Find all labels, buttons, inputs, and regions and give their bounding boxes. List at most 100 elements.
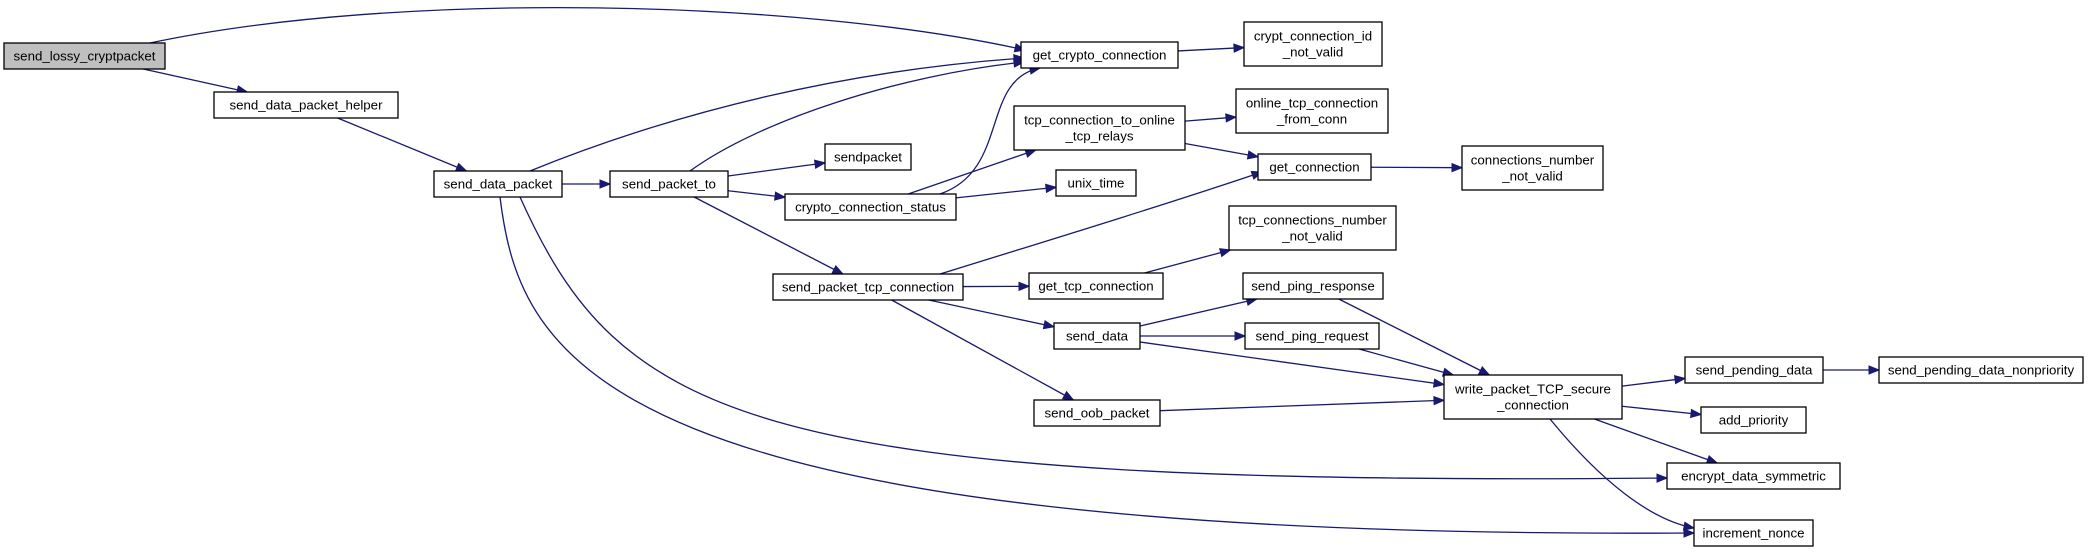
- edge-send_packet_tcp_connection-to-get_tcp_connection: [962, 281, 1031, 292]
- arrowhead: [454, 162, 468, 172]
- arrowhead: [1234, 331, 1247, 341]
- node-send-pending-data[interactable]: send_pending_data: [1684, 356, 1824, 384]
- node-get-crypto-connection[interactable]: get_crypto_connection: [1020, 41, 1179, 69]
- node-tcp-connections-number-not-valid[interactable]: tcp_connections_number_not_valid: [1228, 205, 1397, 251]
- arrowhead: [1225, 113, 1238, 123]
- arrowhead: [1432, 378, 1446, 388]
- node-box: [3, 42, 166, 70]
- node-box: [1228, 205, 1397, 251]
- node-add-priority[interactable]: add_priority: [1700, 406, 1807, 434]
- node-send-data[interactable]: send_data: [1053, 322, 1141, 350]
- node-box: [1020, 41, 1179, 69]
- node-write-packet-TCP-secure-connection[interactable]: write_packet_TCP_secure_connection: [1443, 374, 1623, 420]
- edge-line: [519, 196, 1668, 480]
- edge-line: [939, 171, 1263, 275]
- arrowhead: [1061, 390, 1075, 401]
- node-unix-time[interactable]: unix_time: [1055, 169, 1137, 197]
- node-send-ping-response[interactable]: send_ping_response: [1242, 272, 1384, 300]
- node-label: send_lossy_cryptpacket: [14, 49, 156, 64]
- node-box: [1028, 272, 1164, 300]
- node-label: get_connection: [1269, 160, 1359, 175]
- arrowhead: [1451, 162, 1464, 173]
- node-box: [1666, 462, 1841, 490]
- node-label: send_data_packet_helper: [229, 98, 383, 113]
- node-connections-number-not-valid[interactable]: connections_number_not_valid: [1461, 145, 1604, 191]
- arrowhead: [813, 159, 827, 169]
- node-layer: send_lossy_cryptpacket send_data_packet_h…: [3, 21, 2084, 547]
- node-crypt-connection-id-not-valid[interactable]: crypt_connection_id_not_valid: [1243, 21, 1383, 67]
- edge-get_tcp_connection-to-tcp_connections_number_not_valid: [1144, 248, 1232, 274]
- node-encrypt-data-symmetric[interactable]: encrypt_data_symmetric: [1666, 462, 1841, 490]
- edge-write_packet_TCP_secure_connection-to-increment_nonce: [1549, 418, 1696, 531]
- node-label: send_data: [1066, 329, 1129, 344]
- arrowhead: [1705, 454, 1719, 464]
- arrowhead: [1683, 528, 1696, 538]
- node-box: [1235, 88, 1389, 134]
- edge-send_data_packet-to-increment_nonce: [499, 196, 1696, 538]
- arrowhead: [1674, 374, 1687, 385]
- node-label: tcp_connection_to_online: [1024, 113, 1175, 128]
- node-online-tcp-connection-from-conn[interactable]: online_tcp_connection_from_conn: [1235, 88, 1389, 134]
- node-tcp-connection-to-online-tcp-relays[interactable]: tcp_connection_to_online_tcp_relays: [1013, 105, 1186, 151]
- edge-tcp_connection_to_online_tcp_relays-to-online_tcp_connection_from_conn: [1184, 113, 1238, 123]
- node-send-ping-request[interactable]: send_ping_request: [1244, 322, 1380, 350]
- node-send-lossy-cryptpacket[interactable]: send_lossy_cryptpacket: [3, 42, 166, 70]
- node-send-oob-packet[interactable]: send_oob_packet: [1033, 399, 1161, 427]
- edge-send_packet_to-to-crypto_connection_status: [727, 190, 787, 201]
- edge-line: [1144, 249, 1231, 274]
- edge-send_oob_packet-to-write_packet_TCP_secure_connection: [1159, 395, 1446, 412]
- edge-line: [1621, 377, 1686, 387]
- edge-line: [1621, 405, 1702, 416]
- node-box: [772, 273, 964, 301]
- edge-send_data-to-send_ping_response: [1139, 296, 1259, 327]
- node-label: send_packet_tcp_connection: [782, 280, 954, 295]
- arrowhead: [1045, 183, 1058, 194]
- node-box: [824, 143, 912, 171]
- node-get-connection[interactable]: get_connection: [1257, 153, 1372, 181]
- edge-line: [1549, 418, 1695, 529]
- edge-send_packet_tcp_connection-to-send_oob_packet: [891, 299, 1075, 401]
- node-increment-nonce[interactable]: increment_nonce: [1693, 519, 1814, 547]
- node-send-packet-to[interactable]: send_packet_to: [609, 170, 729, 198]
- node-box: [1693, 519, 1814, 547]
- node-label: send_pending_data: [1696, 363, 1813, 378]
- node-send-pending-data-nonpriority[interactable]: send_pending_data_nonpriority: [1878, 356, 2084, 384]
- edge-send_packet_tcp_connection-to-send_data: [928, 299, 1056, 330]
- edge-line: [891, 299, 1074, 401]
- node-crypto-connection-status[interactable]: crypto_connection_status: [784, 193, 957, 221]
- node-label: get_tcp_connection: [1038, 279, 1153, 294]
- node-box: [1033, 399, 1161, 427]
- node-box: [1878, 356, 2084, 384]
- node-label: _not_valid: [1501, 169, 1563, 184]
- node-label: _not_valid: [1282, 45, 1344, 60]
- arrowhead: [1690, 408, 1703, 419]
- edge-send_data_packet_helper-to-send_data_packet: [337, 117, 468, 172]
- node-label: write_packet_TCP_secure: [1454, 382, 1611, 397]
- edge-line: [143, 68, 248, 93]
- node-label: _tcp_relays: [1065, 129, 1134, 144]
- node-label: send_ping_response: [1251, 279, 1374, 294]
- node-box: [1013, 105, 1186, 151]
- node-send-packet-tcp-connection[interactable]: send_packet_tcp_connection: [772, 273, 964, 301]
- edge-line: [337, 117, 467, 172]
- node-send-data-packet-helper[interactable]: send_data_packet_helper: [213, 91, 399, 119]
- node-label: crypto_connection_status: [795, 200, 946, 215]
- edge-send_data_packet-to-get_crypto_connection: [529, 53, 1026, 172]
- edge-line: [1159, 399, 1445, 412]
- node-sendpacket[interactable]: sendpacket: [824, 143, 912, 171]
- edge-send_lossy_cryptpacket-to-send_data_packet_helper: [143, 68, 249, 95]
- edge-line: [1338, 298, 1490, 376]
- node-box: [1461, 145, 1604, 191]
- edge-line: [1184, 142, 1259, 158]
- arrowhead: [1233, 43, 1246, 53]
- node-send-data-packet[interactable]: send_data_packet: [433, 170, 563, 198]
- edge-line: [907, 149, 1036, 195]
- edge-send_packet_to-to-send_packet_tcp_connection: [693, 196, 845, 275]
- edge-line: [955, 186, 1057, 199]
- edge-line: [1139, 298, 1257, 327]
- node-box: [213, 91, 399, 119]
- node-get-tcp-connection[interactable]: get_tcp_connection: [1028, 272, 1164, 300]
- node-box: [784, 193, 957, 221]
- node-label: encrypt_data_symmetric: [1681, 469, 1826, 484]
- edge-send_lossy_cryptpacket-to-get_crypto_connection: [149, 6, 1027, 53]
